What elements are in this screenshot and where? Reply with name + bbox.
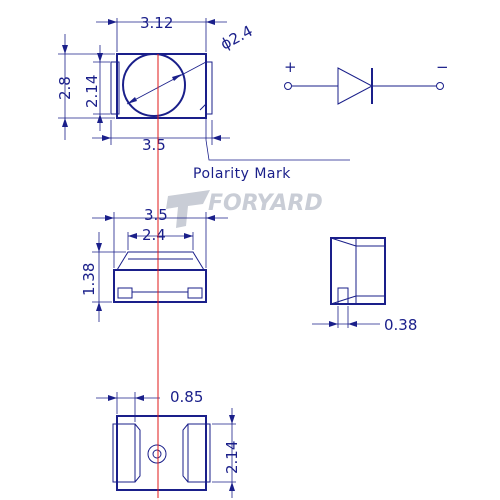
bottom-pad-width-label: 0.85 [170, 388, 203, 406]
right-dim-arrow-left [329, 321, 338, 327]
top-bottom-width-label: 3.5 [142, 136, 166, 154]
bottom-height-label: 2.14 [223, 441, 241, 474]
side-width-arrow-left [105, 215, 114, 221]
top-height-outer-label: 2.8 [56, 76, 74, 100]
top-view-right-pad [205, 61, 213, 115]
diode-triangle [337, 67, 374, 105]
polarity-notch [199, 102, 207, 116]
bottom-left-pad [112, 423, 136, 483]
side-height-arrow-bottom [96, 302, 102, 311]
side-width-arrow-right [206, 215, 215, 221]
top-bottom-arrow-right [212, 135, 221, 141]
diode-symbol: + − [284, 58, 449, 105]
side-view-body [113, 269, 207, 303]
top-height-outer-arrow-bottom [62, 118, 68, 127]
top-view-left-pad [110, 61, 120, 115]
side-right-pad [187, 287, 203, 299]
top-bottom-arrow-left [102, 135, 111, 141]
top-inner-arrow-bottom [97, 114, 103, 123]
polarity-leader [205, 118, 350, 161]
top-width-label: 3.12 [140, 14, 173, 32]
top-height-inner-label: 2.14 [83, 75, 101, 108]
watermark-brand-text: FORYARD [208, 191, 323, 216]
bottom-view: 0.85 2.14 [96, 388, 241, 498]
bottom-right-pad [187, 423, 211, 483]
side-height-label: 1.38 [80, 263, 98, 296]
bottom-center-ring [147, 444, 167, 464]
right-view: 0.38 [312, 237, 417, 334]
diameter-arrow-start [127, 97, 137, 104]
bottom-center-hole [152, 449, 162, 459]
anode-sign: + [284, 58, 297, 76]
top-width-arrow-left [108, 19, 117, 25]
bottom-left-pad-edge [134, 423, 141, 483]
right-view-body [330, 237, 386, 305]
bottom-right-pad-edge [182, 423, 189, 483]
diameter-arrow-end [172, 74, 182, 81]
bottom-height-arrow-top [229, 415, 235, 424]
side-inner-width-label: 2.4 [142, 226, 166, 244]
top-height-outer-arrow-top [62, 45, 68, 54]
side-inner-arrow-right [184, 233, 193, 239]
right-view-pad [337, 287, 349, 305]
bottom-view-body [116, 415, 207, 491]
right-dim-arrow-right [348, 321, 357, 327]
side-inner-arrow-left [128, 233, 137, 239]
right-view-width-label: 0.38 [384, 316, 417, 334]
top-view: ϕ2.4 3.12 2.8 2.14 3.5 Polarity Mark [56, 14, 350, 182]
anode-terminal [284, 82, 292, 90]
bottom-pad-arrow-right [135, 395, 144, 401]
top-inner-arrow-top [97, 53, 103, 62]
lens-circle [122, 53, 186, 117]
side-height-arrow-top [96, 243, 102, 252]
side-width-label: 3.5 [144, 206, 168, 224]
top-width-arrow-right [206, 19, 215, 25]
right-view-lens-edge [330, 237, 357, 305]
side-lens-profile [116, 251, 205, 271]
side-left-pad [117, 287, 133, 299]
polarity-mark-label: Polarity Mark [193, 166, 291, 182]
bottom-pad-arrow-left [108, 395, 117, 401]
watermark-logo: FORYARD [166, 190, 323, 228]
cathode-terminal [436, 82, 444, 90]
bottom-height-arrow-bottom [229, 482, 235, 491]
cathode-sign: − [436, 58, 449, 76]
diameter-line [126, 61, 207, 105]
side-view: 3.5 2.4 1.38 [80, 206, 228, 322]
top-diameter-label: ϕ2.4 [217, 22, 255, 54]
